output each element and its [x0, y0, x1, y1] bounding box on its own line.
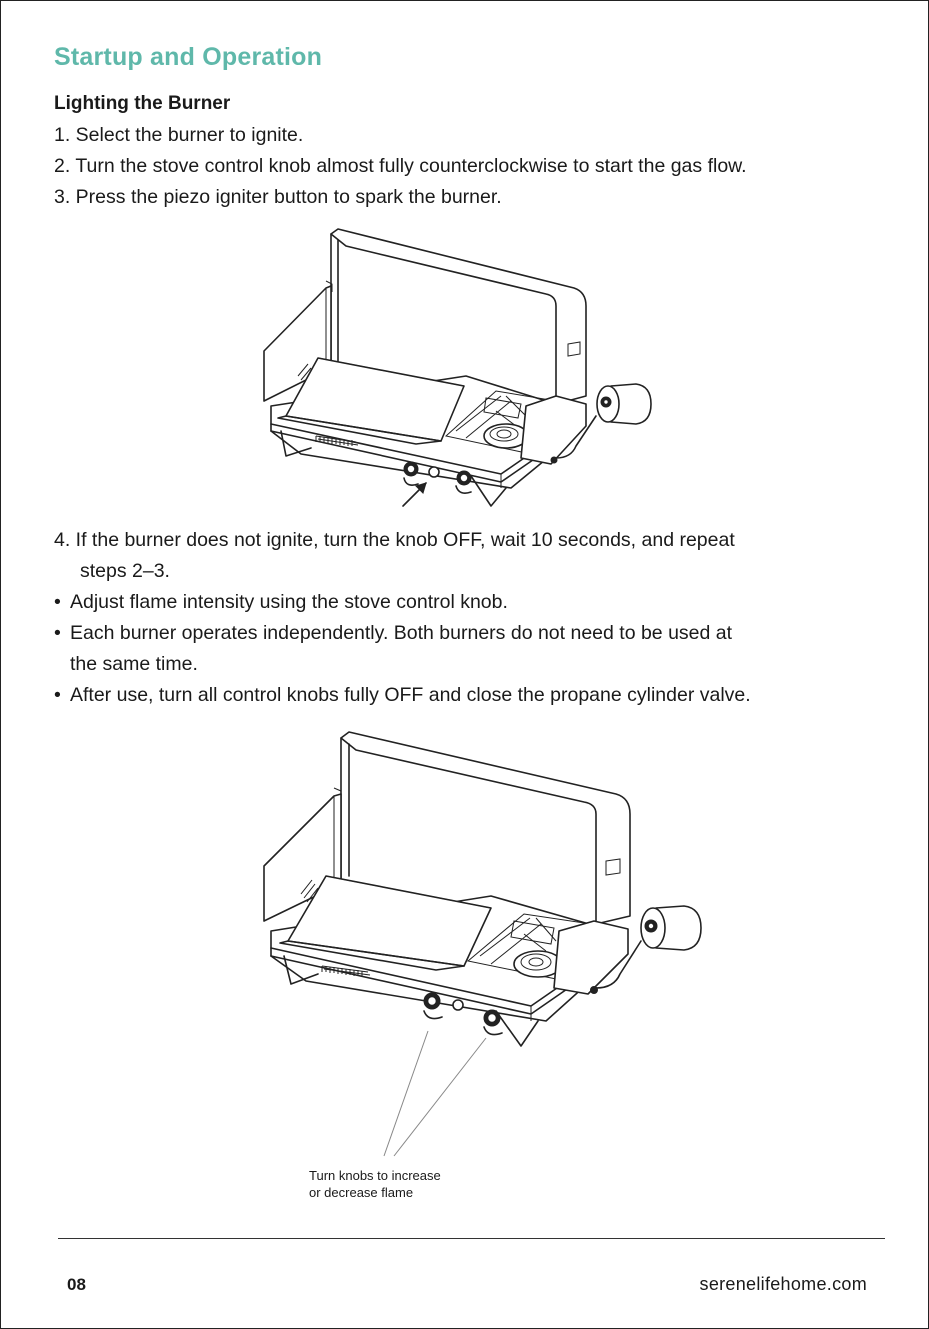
caption-line-1: Turn knobs to increase [309, 1168, 441, 1183]
bullet-after-use: • After use, turn all control knobs fully… [54, 684, 751, 707]
step-4-line-2: steps 2–3. [80, 560, 170, 582]
bullet-flame-intensity: • Adjust flame intensity using the stove … [54, 591, 508, 614]
bullet-independent: • Each burner operates independently. Bot… [54, 622, 732, 645]
bullet-text: Adjust flame intensity using the stove c… [70, 591, 508, 613]
stove-illustration-igniter [263, 228, 652, 507]
bullet-dot: • [54, 684, 61, 706]
section-title: Startup and Operation [54, 43, 323, 71]
website-link[interactable]: serenelifehome.com [699, 1274, 867, 1294]
footer-divider [58, 1238, 885, 1239]
step-3: 3. Press the piezo igniter button to spa… [54, 186, 502, 208]
bullet-text: Each burner operates independently. Both… [70, 622, 733, 644]
page-number: 08 [67, 1275, 86, 1294]
stove-illustration-knobs [263, 731, 702, 1157]
step-4-line-1: 4. If the burner does not ignite, turn t… [54, 529, 735, 551]
subheading-lighting: Lighting the Burner [54, 93, 231, 114]
step-1: 1. Select the burner to ignite. [54, 124, 304, 146]
bullet-dot: • [54, 622, 61, 644]
bullet-text: After use, turn all control knobs fully … [70, 684, 751, 706]
step-2: 2. Turn the stove control knob almost fu… [54, 155, 747, 177]
bullet-dot: • [54, 591, 61, 613]
caption-line-2: or decrease flame [309, 1185, 414, 1200]
bullet-independent-cont: the same time. [70, 653, 198, 675]
figure-caption-knobs: Turn knobs to increase or decrease flame [309, 1167, 441, 1201]
